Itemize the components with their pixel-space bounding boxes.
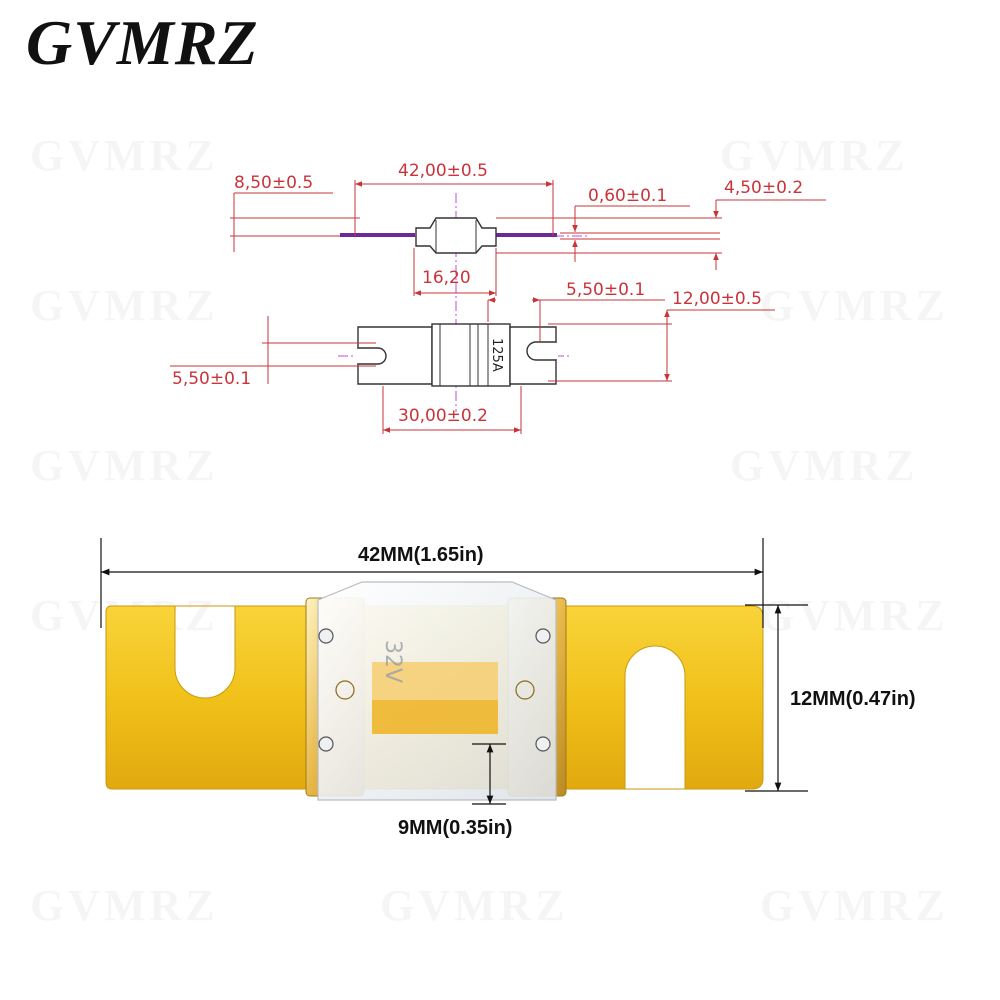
- dim-label-body-length: 30,00±0.2: [398, 406, 488, 426]
- photo-label-width: 12MM(0.47in): [790, 688, 916, 710]
- dim-label-end-offset: 8,50±0.5: [234, 173, 313, 193]
- fuse-element: [372, 662, 498, 734]
- side-body-outline: [415, 217, 497, 254]
- top-right-slot: [526, 341, 556, 361]
- photo-label-length: 42MM(1.65in): [358, 544, 484, 566]
- fuse-rating-label: 125A: [489, 338, 504, 372]
- screw-icon: [535, 736, 551, 752]
- top-left-slot: [358, 347, 387, 365]
- side-view-drawing: 42,00±0.5 8,50±0.5 0,60±0.1 4,50±0.2 16,…: [230, 161, 826, 412]
- top-view-drawing: 125A 5,50±0.1 12,00±0.5 5,50±0.1 30,00±0…: [170, 280, 775, 434]
- dim-label-body-width: 16,20: [422, 268, 471, 288]
- dim-label-length: 42,00±0.5: [398, 161, 488, 181]
- screw-icon: [318, 736, 334, 752]
- dim-label-slot-right: 5,50±0.1: [566, 280, 645, 300]
- dim-label-thickness: 0,60±0.1: [588, 186, 667, 206]
- screw-icon: [535, 628, 551, 644]
- dim-label-height: 12,00±0.5: [672, 289, 762, 309]
- photo-label-body-depth: 9MM(0.35in): [398, 817, 512, 839]
- dim-label-slot-left: 5,50±0.1: [172, 369, 251, 389]
- screw-icon: [318, 628, 334, 644]
- dim-label-body-height: 4,50±0.2: [724, 178, 803, 198]
- fuse-photo: 32V 42MM(1.65in) 12MM(0.47in) 9MM(0.35in…: [100, 538, 916, 839]
- brand-logo: GVMRZ: [26, 7, 259, 78]
- body-marking: 32V: [380, 640, 405, 683]
